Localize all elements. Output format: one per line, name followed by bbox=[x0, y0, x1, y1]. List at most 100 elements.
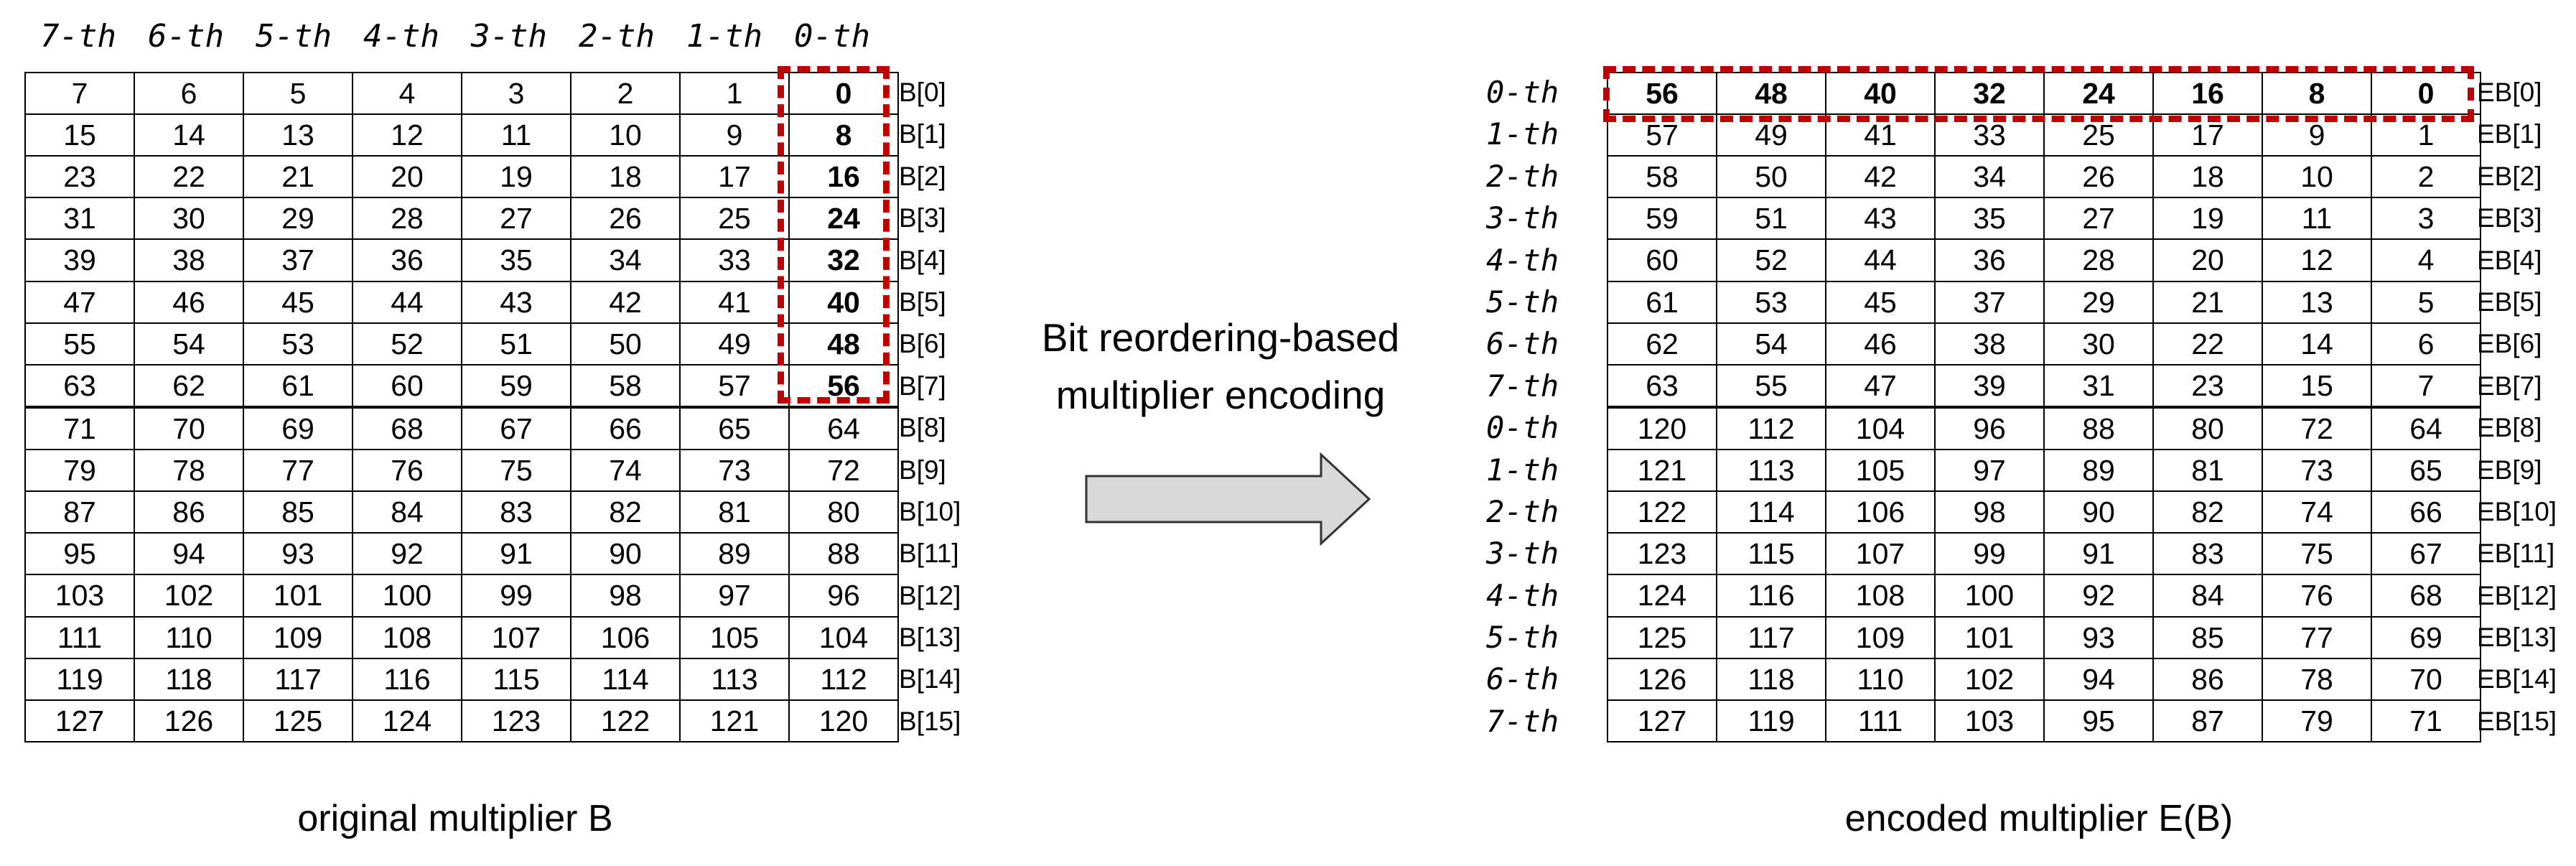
table-cell: 81 bbox=[679, 490, 790, 534]
table-cell: 14 bbox=[2262, 322, 2372, 366]
table-cell: 27 bbox=[2043, 197, 2154, 241]
table-cell: 47 bbox=[1825, 363, 1936, 409]
table-cell: 28 bbox=[2043, 238, 2154, 282]
table-cell: 46 bbox=[1825, 322, 1936, 366]
table-cell: 42 bbox=[570, 280, 681, 324]
table-cell: 20 bbox=[352, 155, 462, 199]
table-cell: 84 bbox=[2152, 574, 2263, 618]
table-cell: 102 bbox=[1934, 657, 2045, 701]
table-cell: 34 bbox=[1934, 155, 2045, 199]
table-cell: 15 bbox=[2262, 363, 2372, 409]
table-cell: 101 bbox=[1934, 615, 2045, 659]
bit-index-label: 2-th bbox=[1486, 158, 1559, 194]
row-label: EB[14] bbox=[2477, 664, 2557, 694]
table-cell: 26 bbox=[570, 197, 681, 241]
table-cell: 3 bbox=[461, 71, 571, 116]
column-header: 7-th bbox=[40, 18, 116, 55]
table-cell: 72 bbox=[788, 449, 899, 493]
row-label: B[10] bbox=[899, 496, 961, 526]
table-cell: 5 bbox=[243, 71, 353, 116]
table-cell: 25 bbox=[679, 197, 790, 241]
table-cell: 108 bbox=[352, 615, 462, 659]
encoded-row-labels: EB[0]EB[1]EB[2]EB[3]EB[4]EB[5]EB[6]EB[7]… bbox=[2477, 72, 2563, 742]
table-cell: 4 bbox=[352, 71, 462, 116]
row-label: B[5] bbox=[899, 287, 946, 317]
table-cell: 99 bbox=[461, 574, 571, 618]
table-cell: 94 bbox=[2043, 657, 2154, 701]
table-cell: 100 bbox=[1934, 574, 2045, 618]
table-cell: 23 bbox=[24, 155, 135, 199]
bit-index-label: 4-th bbox=[1486, 577, 1559, 613]
table-cell: 112 bbox=[1716, 406, 1826, 451]
table-cell: 109 bbox=[1825, 615, 1936, 659]
table-cell: 46 bbox=[134, 280, 244, 324]
table-cell: 71 bbox=[2371, 699, 2481, 743]
table-cell: 63 bbox=[1607, 363, 1717, 409]
table-cell: 52 bbox=[1716, 238, 1826, 282]
table-cell: 80 bbox=[2152, 406, 2263, 451]
table-cell: 95 bbox=[24, 532, 135, 576]
table-cell: 124 bbox=[1607, 574, 1717, 618]
transform-label-line1: Bit reordering-based bbox=[1041, 315, 1400, 360]
bit-index-label: 1-th bbox=[1486, 452, 1559, 488]
table-cell: 20 bbox=[2152, 238, 2263, 282]
table-cell: 80 bbox=[788, 490, 899, 534]
table-cell: 10 bbox=[570, 113, 681, 157]
table-cell: 91 bbox=[2043, 532, 2154, 576]
table-cell: 8 bbox=[2262, 71, 2372, 116]
table-cell: 64 bbox=[2371, 406, 2481, 451]
table-cell: 104 bbox=[1825, 406, 1936, 451]
table-cell: 117 bbox=[243, 657, 353, 701]
table-cell: 34 bbox=[570, 238, 681, 282]
table-cell: 55 bbox=[1716, 363, 1826, 409]
row-label: EB[9] bbox=[2477, 455, 2542, 485]
table-cell: 110 bbox=[134, 615, 244, 659]
table-cell: 70 bbox=[2371, 657, 2481, 701]
table-cell: 74 bbox=[570, 449, 681, 493]
row-label: EB[4] bbox=[2477, 245, 2542, 275]
table-cell: 49 bbox=[679, 322, 790, 366]
table-cell: 115 bbox=[1716, 532, 1826, 576]
table-cell: 100 bbox=[352, 574, 462, 618]
table-cell: 90 bbox=[570, 532, 681, 576]
table-cell: 48 bbox=[1716, 71, 1826, 116]
table-cell: 68 bbox=[2371, 574, 2481, 618]
row-label: B[9] bbox=[899, 455, 946, 485]
bit-index-label: 5-th bbox=[1486, 620, 1559, 656]
table-cell: 66 bbox=[2371, 490, 2481, 534]
table-cell: 114 bbox=[1716, 490, 1826, 534]
table-cell: 87 bbox=[2152, 699, 2263, 743]
table-cell: 71 bbox=[24, 406, 135, 451]
row-label: B[15] bbox=[899, 706, 961, 736]
table-cell: 126 bbox=[134, 699, 244, 743]
table-cell: 60 bbox=[352, 363, 462, 409]
table-cell: 75 bbox=[461, 449, 571, 493]
table-cell: 106 bbox=[570, 615, 681, 659]
table-cell: 70 bbox=[134, 406, 244, 451]
table-cell: 7 bbox=[24, 71, 135, 116]
row-label: EB[5] bbox=[2477, 287, 2542, 317]
table-cell: 82 bbox=[570, 490, 681, 534]
table-cell: 2 bbox=[570, 71, 681, 116]
table-cell: 27 bbox=[461, 197, 571, 241]
table-cell: 85 bbox=[243, 490, 353, 534]
row-label: EB[12] bbox=[2477, 580, 2557, 610]
row-label: B[11] bbox=[899, 539, 959, 569]
row-label: B[2] bbox=[899, 161, 946, 191]
column-header: 5-th bbox=[256, 18, 332, 55]
bit-index-label: 0-th bbox=[1486, 75, 1559, 110]
table-cell: 97 bbox=[1934, 449, 2045, 493]
row-label: B[6] bbox=[899, 329, 946, 359]
table-cell: 38 bbox=[1934, 322, 2045, 366]
